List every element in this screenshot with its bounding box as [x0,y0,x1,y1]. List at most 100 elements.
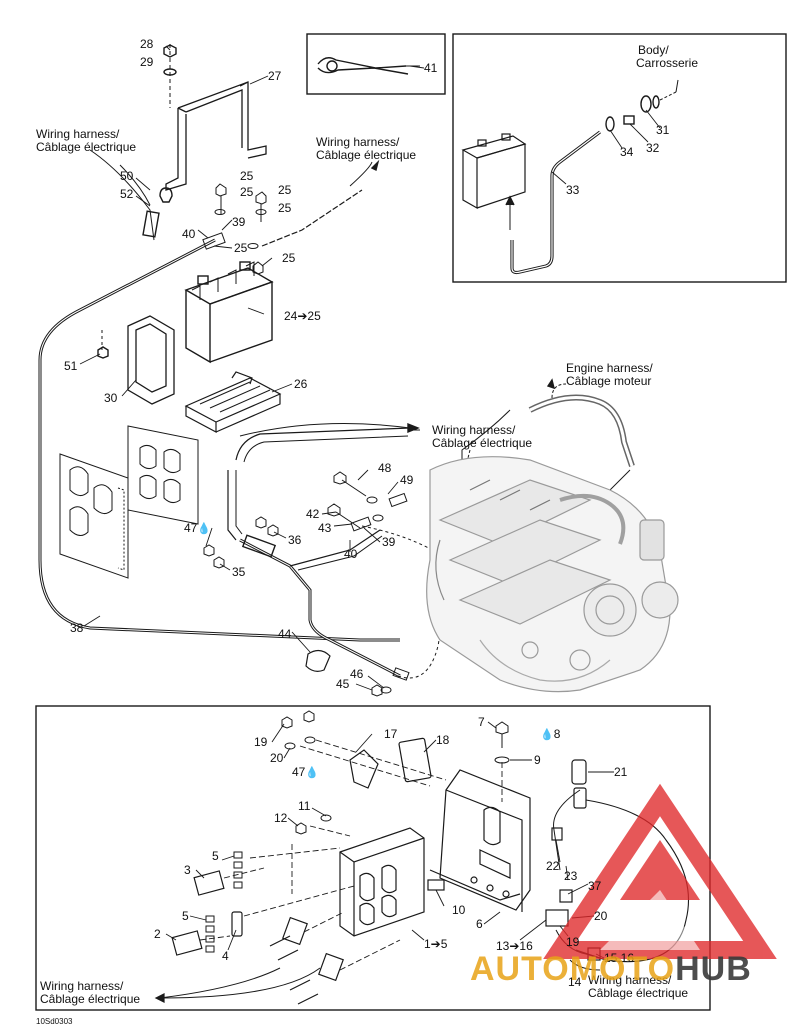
part-25-c: 25 [278,183,292,197]
engine-harness-label: Engine harness/ Câblage moteur [566,362,653,388]
part-28: 28 [140,37,154,51]
washer-29 [163,68,177,76]
crimper-frame [306,33,446,95]
oil-drop-icon: 💧 [540,729,554,741]
part-25-d: 25 [278,201,292,215]
part-47-a: 47💧 [184,522,211,535]
harness-label-line-2: Câblage électrique [40,992,141,1006]
wiring-harness-label-top-left: Wiring harness/ Câblage électrique [36,128,136,154]
fuse-module [127,425,199,525]
part-39-a: 39 [232,215,246,229]
control-box-bracket [429,769,531,912]
part-25-a: 25 [240,169,254,183]
part-2: 2 [154,927,161,941]
terminal-hardware [605,95,660,132]
part-37: 37 [588,879,602,893]
part-40-b: 40 [344,547,358,561]
harness-label-line-2: Câblage électrique [36,140,137,154]
part-50: 50 [120,169,134,183]
part-42: 42 [306,507,320,521]
harness-label-line-1: Wiring harness/ [316,135,400,149]
electrical-box [339,827,425,937]
main-battery [184,261,274,364]
connectors [171,737,601,1005]
part-32: 32 [646,141,660,155]
part-43: 43 [318,521,332,535]
part-6: 6 [476,917,483,931]
harness-label-line-1: Wiring harness/ [432,423,516,437]
part-4: 4 [222,949,229,963]
part-21: 21 [614,765,628,779]
battery-support-bracket [165,81,267,191]
part-9: 9 [534,753,541,767]
part-8-number: 8 [553,727,561,741]
part-19-b: 19 [566,935,580,949]
harness-label-line-1: Wiring harness/ [36,127,120,141]
nut-51 [97,346,109,359]
part-7: 7 [478,715,485,729]
part-47-b: 47💧 [292,766,319,779]
part-14: 14 [568,975,582,989]
battery-pad-30 [127,315,175,405]
part-20-b: 20 [594,909,608,923]
harness-label-line-1: Wiring harness/ [588,973,672,987]
part-31: 31 [656,123,670,137]
part-33: 33 [566,183,580,197]
wiring-harness-label-bottom-left: Wiring harness/ Câblage électrique [40,980,140,1006]
engine-harness-line-1: Engine harness/ [566,361,653,375]
starter-cable-44 [239,538,401,678]
part-1-to-5: 1➔5 [424,937,448,951]
part-39-b: 39 [382,535,396,549]
battery-tray-26 [184,371,282,433]
electrical-box-frame [35,705,711,1011]
part-22: 22 [546,859,560,873]
part-40-a: 40 [182,227,196,241]
part-44: 44 [278,627,292,641]
part-27: 27 [268,69,282,83]
part-17: 17 [384,727,398,741]
part-49: 49 [400,473,414,487]
part-24: 24➔25 [284,309,321,323]
part-3: 3 [184,863,191,877]
terminal-boot-44 [305,649,331,672]
watermark-auto: AUTO [470,950,570,988]
part-38: 38 [70,621,84,635]
part-25-f: 25 [282,251,296,265]
terminal-strip-5a [233,851,243,889]
engine-harness-line-2: Câblage moteur [566,374,652,388]
part-36: 36 [288,533,302,547]
bolts-25 [202,183,267,275]
part-8: 💧8 [540,728,560,741]
part-11: 11 [298,799,311,813]
oil-drop-icon: 💧 [197,523,212,535]
figure-code: 10Sd0303 [36,1017,73,1026]
part-23: 23 [564,869,578,883]
watermark-text: AUTOMOTOHUB [470,950,752,989]
part-26: 26 [294,377,308,391]
small-battery-icon [461,133,527,210]
battery-cable-frame [452,33,787,283]
watermark-hub: HUB [675,950,752,988]
part-29: 29 [140,55,154,69]
engine-harness-loom [528,394,635,467]
part-30: 30 [104,391,118,405]
part-48: 48 [378,461,392,475]
wiring-harness-label-mid: Wiring harness/ Câblage électrique [432,424,532,450]
mounting-plate [59,453,129,579]
part-47-a-number: 47 [184,521,198,535]
part-20-a: 20 [270,751,284,765]
part-46: 46 [350,667,364,681]
watermark-moto: MOTO [569,950,676,988]
engine-illustration [426,456,679,693]
body-label: Body/ Carrosserie [636,44,698,70]
part-13-to-16: 13➔16 [496,939,533,953]
part-15-16: 15,16 [604,951,635,965]
part-10: 10 [452,903,466,917]
harness-label-line-2: Câblage électrique [432,436,533,450]
nut-28 [163,44,177,58]
part-12: 12 [274,811,288,825]
harness-label-line-2: Câblage électrique [588,986,689,1000]
part-47-b-number: 47 [292,765,306,779]
